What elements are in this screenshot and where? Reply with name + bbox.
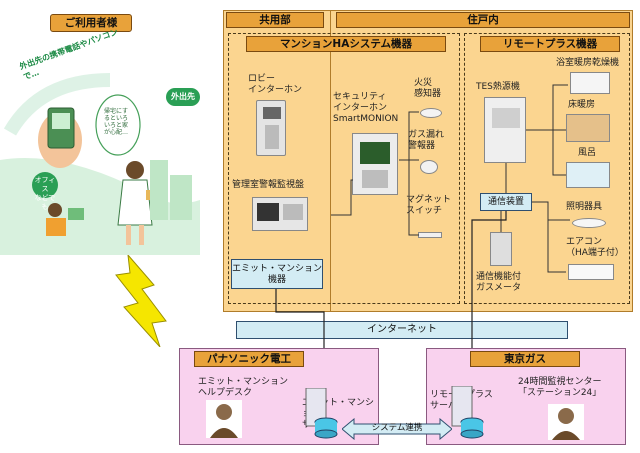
ha-system-region	[228, 33, 460, 304]
home-header: 住戸内	[336, 12, 630, 28]
aircon-device	[568, 264, 614, 280]
manager-panel-device	[252, 197, 308, 231]
fire-detector-label: 火災 感知器	[414, 78, 442, 99]
system-link-arrow	[342, 418, 452, 440]
bath-dryer-device	[570, 72, 610, 94]
gas-alarm-label: ガス漏れ 警報器	[408, 130, 445, 151]
tes-unit-device	[484, 97, 526, 163]
gas-meter-device	[490, 232, 512, 266]
remote-plus-wiring	[500, 84, 570, 273]
lobby-intercom-device	[256, 100, 286, 156]
remote-plus-region	[464, 33, 630, 304]
security-intercom-label: セキュリティ インターホン SmartMONION	[333, 92, 399, 124]
phone-caption: 帰宅にするといろいろと家が心配…	[104, 108, 129, 136]
bath-device	[566, 162, 610, 188]
common-area-header: 共用部	[226, 12, 324, 28]
floor-heating-label: 床暖房	[568, 100, 596, 110]
system-link-label: システム連携	[371, 423, 423, 433]
gas-alarm-device	[420, 160, 438, 174]
user-badge: ご利用者様	[50, 14, 132, 32]
common-home-divider	[330, 10, 331, 312]
outdoor-label: 外出先	[166, 88, 200, 106]
remote-plus-header: リモートプラス機器	[480, 36, 620, 52]
comm-device-box: 通信装置	[480, 193, 532, 211]
panasonic-header: パナソニック電工	[194, 351, 304, 367]
bath-label: 風呂	[578, 148, 597, 158]
center-operator-icon	[548, 404, 584, 440]
panasonic-server-icon	[305, 388, 338, 439]
manager-panel-label: 管理室警報監視盤	[232, 180, 305, 190]
office-label: オフィス などでも	[32, 172, 58, 211]
tokyo-gas-server-icon	[451, 386, 484, 439]
magnet-switch-label: マグネット スイッチ	[406, 195, 452, 216]
panasonic-helpdesk-label: エミット・マンション ヘルプデスク	[198, 377, 289, 398]
security-intercom-device	[352, 133, 398, 195]
emit-device-box: エミット・マンション 機器	[231, 259, 323, 289]
lighting-device	[572, 218, 606, 228]
lightning-icon	[115, 255, 167, 347]
aircon-label: エアコン （HA端子付）	[566, 237, 624, 258]
tokyo-gas-header: 東京ガス	[470, 351, 580, 367]
ha-system-header: マンションHAシステム機器	[246, 36, 446, 52]
fire-detector-device	[420, 108, 442, 118]
lighting-label: 照明器具	[566, 202, 603, 212]
bath-dryer-label: 浴室暖房乾燥機	[556, 58, 620, 68]
helpdesk-operator-icon	[206, 400, 242, 438]
floor-heating-device	[566, 114, 610, 142]
tokyo-gas-center-label: 24時間監視センター 「ステーション24」	[518, 377, 602, 398]
ha-wiring	[331, 111, 419, 236]
internet-bar: インターネット	[236, 321, 568, 339]
lobby-intercom-label: ロビー インターホン	[248, 74, 303, 95]
gas-meter-label: 通信機能付 ガスメータ	[476, 272, 522, 293]
tes-unit-label: TES熱源機	[476, 82, 520, 92]
